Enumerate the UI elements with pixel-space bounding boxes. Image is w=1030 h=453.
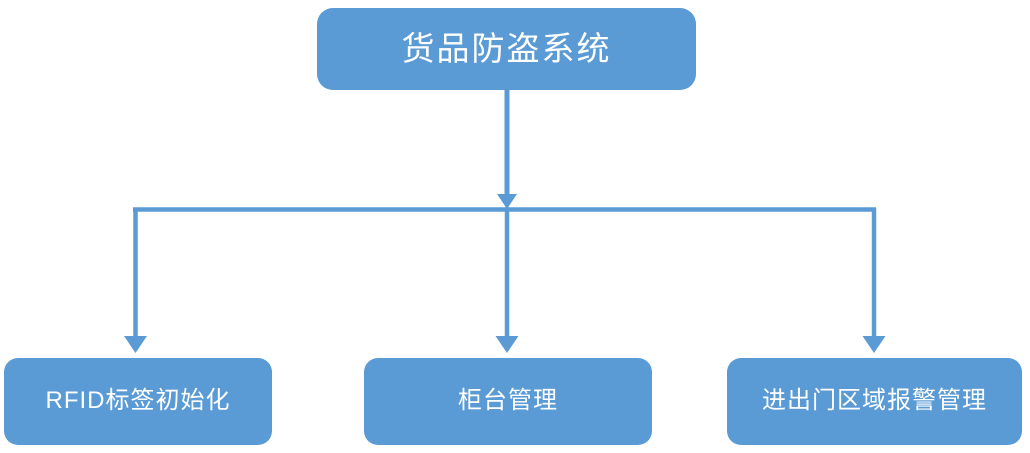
node-label: 进出门区域报警管理: [762, 387, 987, 415]
connector-bus-to-child-1: [495, 209, 519, 353]
connector-root-to-bus: [497, 90, 517, 209]
node-rfid-tag-initialization[interactable]: RFID标签初始化: [4, 358, 272, 445]
node-label: 柜台管理: [458, 387, 558, 415]
node-gate-area-alarm-management[interactable]: 进出门区域报警管理: [727, 358, 1022, 445]
node-counter-management[interactable]: 柜台管理: [364, 358, 652, 445]
node-label: RFID标签初始化: [45, 387, 231, 415]
connector-bus-to-child-0: [124, 208, 147, 353]
node-root[interactable]: 货品防盗系统: [317, 8, 696, 90]
node-root-label: 货品防盗系统: [401, 29, 612, 67]
connector-bus-to-child-2: [862, 208, 886, 353]
